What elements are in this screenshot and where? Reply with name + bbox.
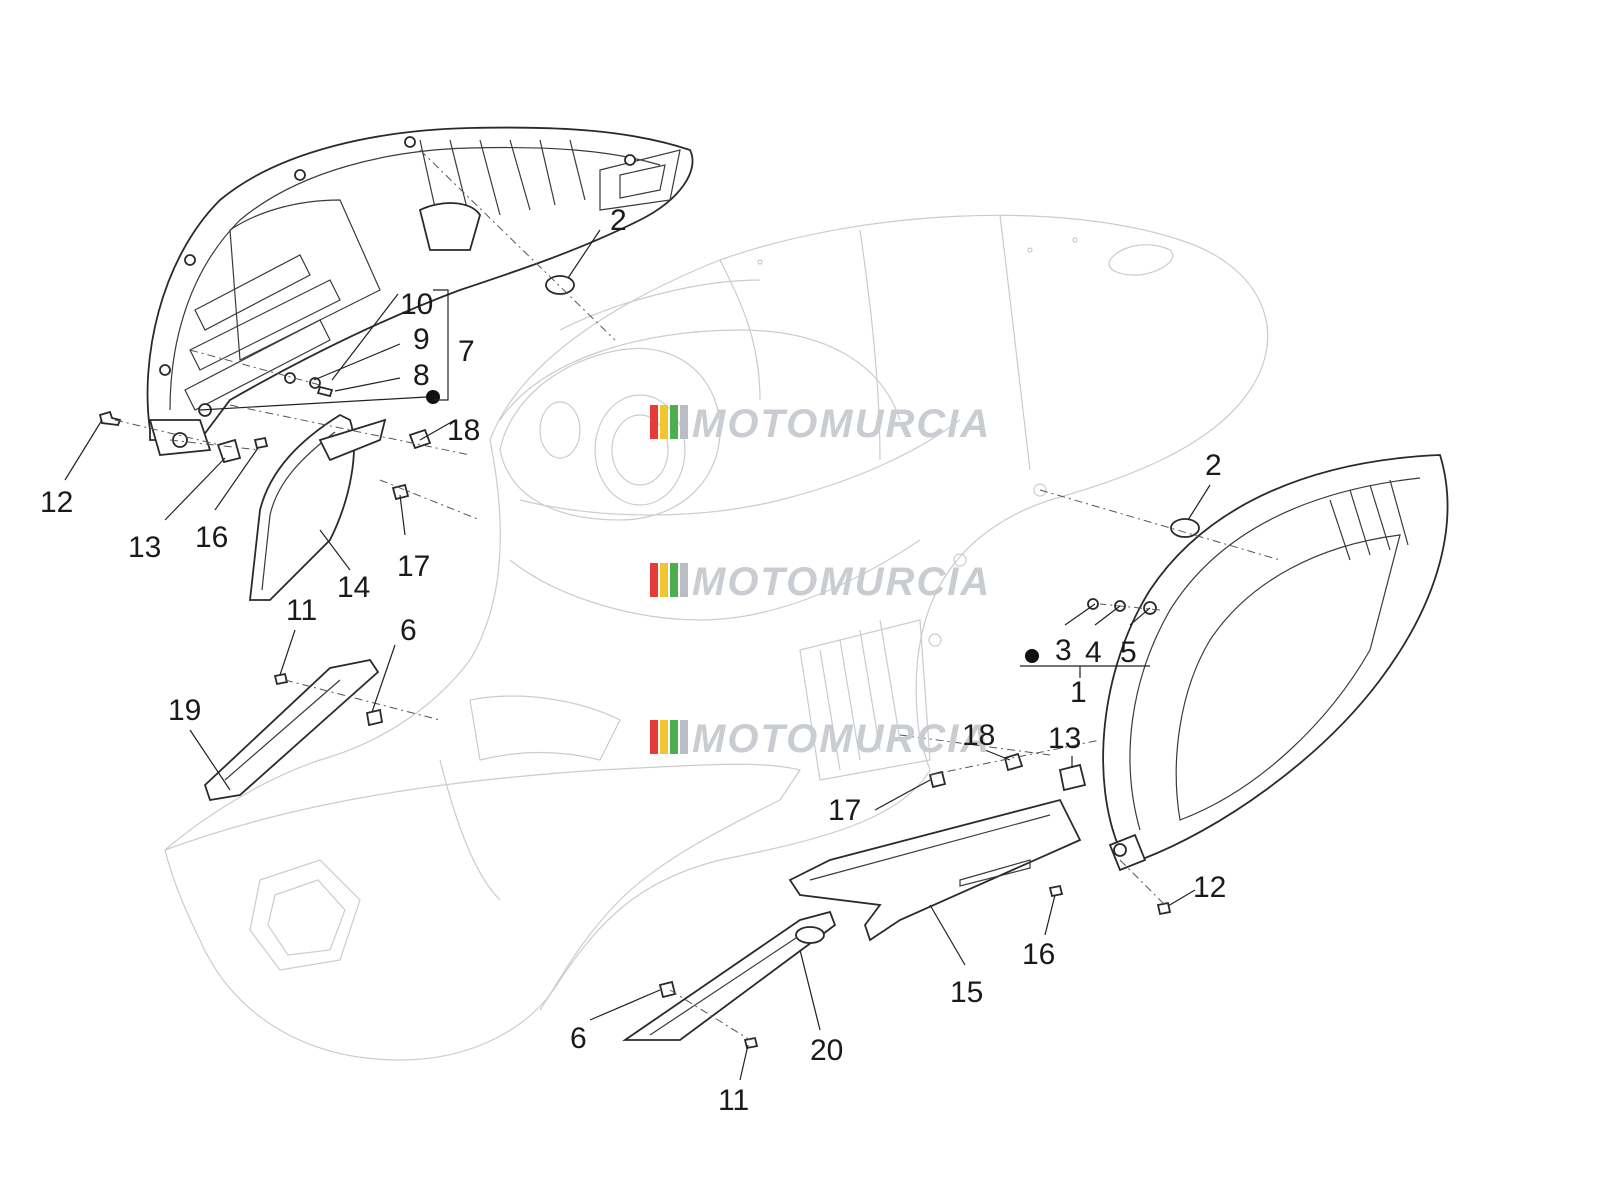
watermark-top: MOTOMURCIA	[650, 402, 991, 446]
screw-12-right	[1156, 901, 1172, 916]
screw-11-right	[743, 1036, 759, 1050]
label-4: 4	[1085, 636, 1102, 669]
label-15: 15	[950, 976, 983, 1009]
clip-6-left	[365, 708, 384, 727]
label-1: 1	[1070, 676, 1087, 709]
leader-lines	[64, 229, 1211, 1081]
fasteners	[98, 275, 1200, 1050]
nut-17-right	[928, 770, 947, 789]
label-18-right: 18	[962, 719, 995, 752]
label-6-left: 6	[400, 614, 417, 647]
part-20	[622, 910, 837, 1041]
clip-13-right	[1058, 763, 1087, 792]
kit-dot-1	[1025, 649, 1039, 663]
label-9: 9	[413, 323, 430, 356]
scooter-body-outline	[164, 214, 1269, 1061]
clip-18-left	[408, 428, 432, 450]
part-19	[203, 658, 380, 802]
screw-16-right	[1048, 884, 1064, 898]
watermark-text: MOTOMURCIA	[692, 717, 991, 761]
watermark-middle: MOTOMURCIA	[650, 560, 991, 604]
label-2-left: 2	[610, 204, 627, 237]
label-12-left: 12	[40, 486, 73, 519]
label-10: 10	[400, 288, 433, 321]
assembly-lines	[114, 149, 1281, 1041]
screw-12-left	[98, 410, 122, 426]
screw-8	[316, 385, 334, 398]
label-3: 3	[1055, 634, 1072, 667]
right-side-cover	[1102, 454, 1449, 872]
label-14: 14	[337, 571, 370, 604]
clip-18-right	[1003, 752, 1024, 772]
left-side-cover	[146, 126, 694, 456]
part-14	[248, 413, 387, 601]
watermark-text: MOTOMURCIA	[692, 402, 991, 446]
label-7: 7	[458, 335, 475, 368]
label-2-right: 2	[1205, 449, 1222, 482]
label-8: 8	[413, 359, 430, 392]
label-11-left: 11	[286, 594, 317, 627]
label-20: 20	[810, 1034, 843, 1067]
label-13-right: 13	[1048, 722, 1081, 755]
clip-6-right	[658, 980, 677, 999]
label-16-left: 16	[195, 521, 228, 554]
watermark-text: MOTOMURCIA	[692, 560, 991, 604]
washer-9	[284, 372, 296, 384]
label-17-right: 17	[828, 794, 861, 827]
grommet-2-right	[1170, 518, 1200, 538]
screw-16-left	[253, 436, 269, 450]
label-5: 5	[1120, 636, 1137, 669]
part-15	[788, 798, 1082, 942]
label-19: 19	[168, 694, 201, 727]
washer-10	[309, 377, 321, 389]
grommet-2-left	[545, 275, 575, 295]
screw-11-left	[273, 672, 289, 686]
watermark-bottom: MOTOMURCIA	[650, 717, 991, 761]
clip-13-left	[216, 438, 242, 464]
part-labels: 2 10 9 7 8 18 12 13 16 17 14 11 6 19 2 3…	[40, 204, 1226, 1117]
label-11-right: 11	[718, 1084, 749, 1117]
nut-17-left	[391, 483, 410, 501]
label-12-right: 12	[1193, 871, 1226, 904]
label-17-left: 17	[397, 550, 430, 583]
label-6-right: 6	[570, 1022, 587, 1055]
label-18-left: 18	[447, 414, 480, 447]
kit-dot-7	[426, 390, 440, 404]
label-16-right: 16	[1022, 938, 1055, 971]
label-13-left: 13	[128, 531, 161, 564]
